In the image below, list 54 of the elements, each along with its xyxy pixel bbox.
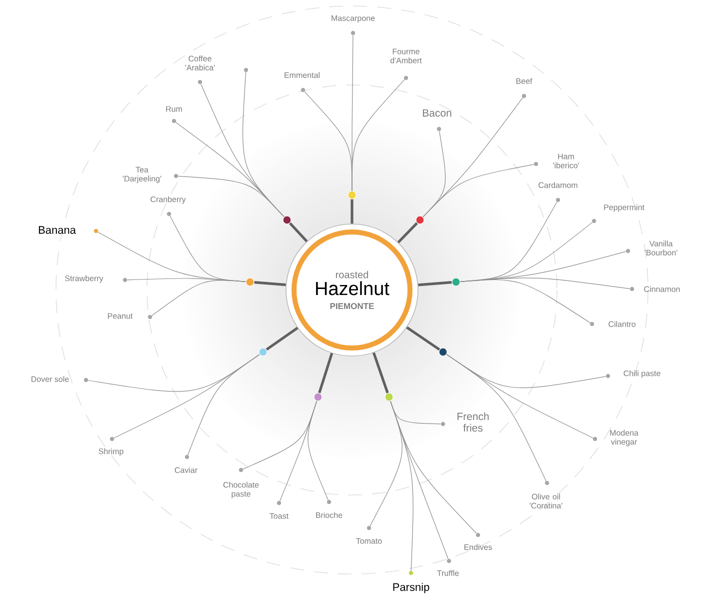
connector-line	[288, 222, 308, 242]
ingredient-label: Peppermint	[592, 204, 644, 224]
ingredient-label: Vanilla 'Bourbon'	[626, 240, 678, 256]
connector-line	[370, 400, 402, 526]
hub-dot	[416, 216, 424, 224]
ingredient-label: Olive oil 'Coratina'	[530, 480, 562, 508]
ingredient-label: Coffee 'Arabica'	[185, 56, 215, 84]
connector-line	[460, 279, 590, 324]
ingredient-label: Shrimp	[98, 436, 124, 456]
connector-line	[418, 281, 452, 286]
connector-line	[352, 79, 405, 191]
ingredient-label: Modena vinegar	[592, 430, 638, 446]
connector-line	[350, 199, 354, 224]
connector-line	[406, 326, 440, 351]
hub-dot	[282, 216, 292, 224]
connector-line	[318, 352, 334, 394]
ingredient-label: Brioche	[316, 500, 342, 518]
connector-line	[266, 326, 298, 351]
ingredient-label: Cranberry	[150, 196, 186, 216]
ingredient-label: Emmental	[284, 72, 320, 92]
ingredient-label: Mascarpone	[332, 15, 375, 36]
ingredient-label: Peanut	[108, 313, 152, 320]
ingredient-label: Caviar	[174, 454, 198, 473]
connector-line	[372, 352, 389, 394]
connector-line	[254, 281, 286, 286]
ingredient-label: Rum	[166, 106, 182, 124]
connector-line	[446, 354, 546, 482]
ingredient-label: Cinnamon	[630, 286, 680, 292]
ingredient-label: Banana	[38, 226, 98, 234]
ingredient-label: Cardamom	[538, 182, 578, 202]
ingredient-label: Truffle	[437, 558, 459, 576]
hub-dot	[246, 278, 254, 286]
ingredient-label: Strawberry	[65, 275, 128, 283]
ingredient-label: Dover sole	[32, 376, 88, 382]
ingredient-label: Chocolate paste	[223, 468, 259, 498]
connector-line	[397, 222, 418, 244]
ingredient-label: Parsnip	[393, 570, 430, 594]
connector-line	[114, 354, 260, 438]
connector-line	[308, 400, 328, 500]
connector-line	[188, 354, 260, 456]
ingredient-label: Beef	[516, 78, 532, 98]
connector-line	[170, 216, 246, 282]
ingredient-label: Tea 'Darjeeling'	[122, 166, 178, 184]
ingredient-label: Cilantro	[590, 321, 636, 327]
ingredient-label: Bacon	[422, 109, 452, 132]
connector-line	[242, 72, 284, 218]
ingredient-label: Tomato	[356, 526, 382, 544]
ingredient-label: Chili paste	[606, 370, 660, 378]
ingredient-label: Fourme d'Ambert	[390, 48, 422, 80]
ingredient-label: Ham 'iberico'	[534, 154, 579, 168]
connector-line	[422, 164, 534, 218]
ingredient-label: Toast	[270, 500, 288, 519]
ingredient-label: Endives	[464, 532, 492, 550]
ingredient-label: French fries	[440, 412, 489, 432]
